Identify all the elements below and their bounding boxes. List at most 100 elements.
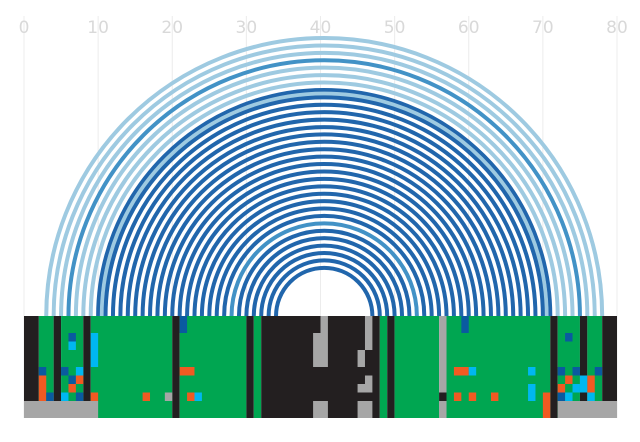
track-cell-20: [38, 375, 47, 401]
track-cell-22: [75, 375, 84, 384]
track-cell-51: [439, 401, 447, 418]
track-cell-0: [179, 316, 188, 333]
x-tick-label-0: 0: [19, 18, 30, 38]
arc-4: [73, 66, 575, 317]
arc-21: [192, 184, 456, 317]
track-cell-39: [194, 392, 202, 401]
track-cell-31: [572, 384, 580, 393]
track-cell-24: [565, 375, 573, 384]
arc-1: [51, 43, 597, 317]
track-cell-23: [364, 375, 373, 384]
track-cell-8: [68, 341, 76, 350]
track-segment-9: [253, 316, 262, 418]
arc-7: [96, 88, 553, 317]
track-cell-28: [357, 384, 373, 393]
arc-14: [140, 132, 508, 317]
track-cell-3: [364, 316, 373, 350]
track-segment-12: [387, 316, 395, 418]
track-cell-18: [572, 367, 580, 376]
track-cell-1: [461, 316, 469, 333]
x-axis-tick-labels: 0 10 20 30 40 50 60 70 80: [19, 18, 628, 38]
x-tick-label-60: 60: [458, 18, 480, 38]
track-cell-21: [68, 375, 76, 384]
track-cell-44: [542, 392, 551, 418]
arc-19: [177, 169, 471, 317]
track-segment-11: [379, 316, 388, 418]
arc-31: [266, 258, 382, 317]
track-cell-2: [320, 316, 328, 333]
arc-24: [214, 206, 434, 317]
track-segment-4: [83, 316, 91, 418]
arc-16: [155, 147, 493, 317]
track-segment-13: [394, 316, 440, 418]
track-cell-33: [61, 392, 69, 401]
arc-11: [118, 110, 531, 317]
track-segment-18: [579, 316, 588, 418]
arcs: [44, 36, 605, 317]
arc-6: [88, 80, 560, 317]
track-cell-34: [75, 392, 84, 401]
track-cell-12: [75, 367, 84, 376]
track-cell-38: [187, 392, 195, 401]
track-cell-50: [357, 401, 373, 418]
track-cell-10: [38, 367, 47, 376]
x-tick-label-70: 70: [532, 18, 554, 38]
track-cell-9: [357, 350, 365, 367]
track-cell-6: [565, 333, 573, 342]
track-cell-16: [528, 367, 536, 376]
track-segment-0: [24, 316, 39, 418]
arc-12: [125, 117, 523, 317]
arc-26: [229, 221, 419, 317]
x-tick-label-20: 20: [161, 18, 183, 38]
arc-27: [236, 228, 412, 317]
track-cell-52: [557, 401, 617, 418]
sequence-track: [24, 316, 617, 418]
track-segment-6: [172, 316, 180, 418]
x-tick-label-80: 80: [606, 18, 628, 38]
track-cell-48: [24, 401, 99, 418]
arc-28: [244, 236, 405, 317]
arc-9: [103, 95, 545, 317]
arc-22: [199, 191, 449, 317]
arc-2: [59, 51, 590, 317]
track-cell-46: [565, 392, 573, 401]
track-cell-36: [142, 392, 151, 401]
arc-10: [110, 102, 538, 317]
arc-25: [222, 213, 427, 317]
track-cell-32: [46, 392, 54, 401]
track-cell-40: [439, 392, 447, 401]
arc-32: [274, 265, 375, 317]
track-segment-16: [550, 316, 558, 418]
arc-20: [185, 176, 464, 317]
track-cell-42: [468, 392, 477, 401]
track-cell-5: [90, 333, 99, 367]
x-tick-label-50: 50: [384, 18, 406, 38]
track-segment-8: [246, 316, 254, 418]
track-segment-14: [439, 316, 447, 418]
track-cell-15: [468, 367, 477, 376]
track-cell-29: [528, 384, 536, 401]
track-cell-43: [490, 392, 499, 401]
track-cell-35: [90, 392, 99, 401]
track-cell-27: [68, 384, 76, 393]
track-segment-20: [602, 316, 617, 418]
arc-0: [44, 36, 605, 317]
track-cell-7: [313, 333, 328, 367]
track-cell-30: [557, 384, 566, 393]
x-tick-label-40: 40: [310, 18, 332, 38]
track-cell-45: [557, 392, 566, 401]
arc-5: [81, 73, 568, 317]
arc-18: [170, 162, 479, 317]
track-segment-5: [90, 316, 173, 418]
x-tick-label-10: 10: [87, 18, 109, 38]
track-cell-13: [179, 367, 195, 376]
track-cell-37: [164, 392, 173, 401]
arc-23: [207, 199, 442, 317]
arc-17: [162, 154, 486, 317]
arc-15: [148, 139, 501, 317]
x-tick-label-30: 30: [236, 18, 258, 38]
track-cell-17: [557, 367, 566, 376]
track-cell-19: [594, 367, 603, 376]
arc-13: [133, 125, 516, 317]
